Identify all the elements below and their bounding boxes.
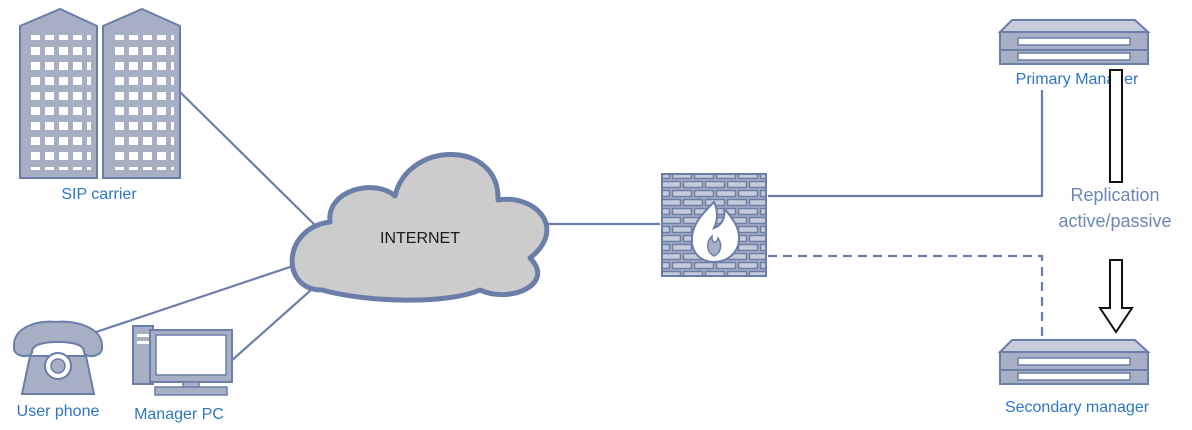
building-icon [19,7,181,179]
link-sip-carrier-internet [179,91,321,231]
server-icon [997,339,1151,385]
replication-label: Replication [1070,185,1159,205]
internet-label: INTERNET [380,230,460,247]
manager-pc-label: Manager PC [134,406,224,423]
link-firewall-primary-manager [768,90,1044,198]
server-icon [997,19,1151,65]
firewall-icon [661,173,767,277]
secondary-manager-label: Secondary manager [1005,399,1150,416]
replication-mode-label: active/passive [1058,211,1171,231]
telephone-icon [12,320,104,395]
link-pc-internet [229,281,321,363]
sip-carrier-label: SIP carrier [61,186,137,203]
link-firewall-secondary-manager [768,254,1044,340]
primary-manager-label: Primary Manager [1016,71,1139,88]
user-phone-label: User phone [17,403,100,420]
connections [95,90,1044,363]
computer-icon [132,325,233,396]
cloud-icon [289,152,550,303]
link-phone-internet [95,260,306,334]
replication-arrow-icon [1098,69,1134,334]
